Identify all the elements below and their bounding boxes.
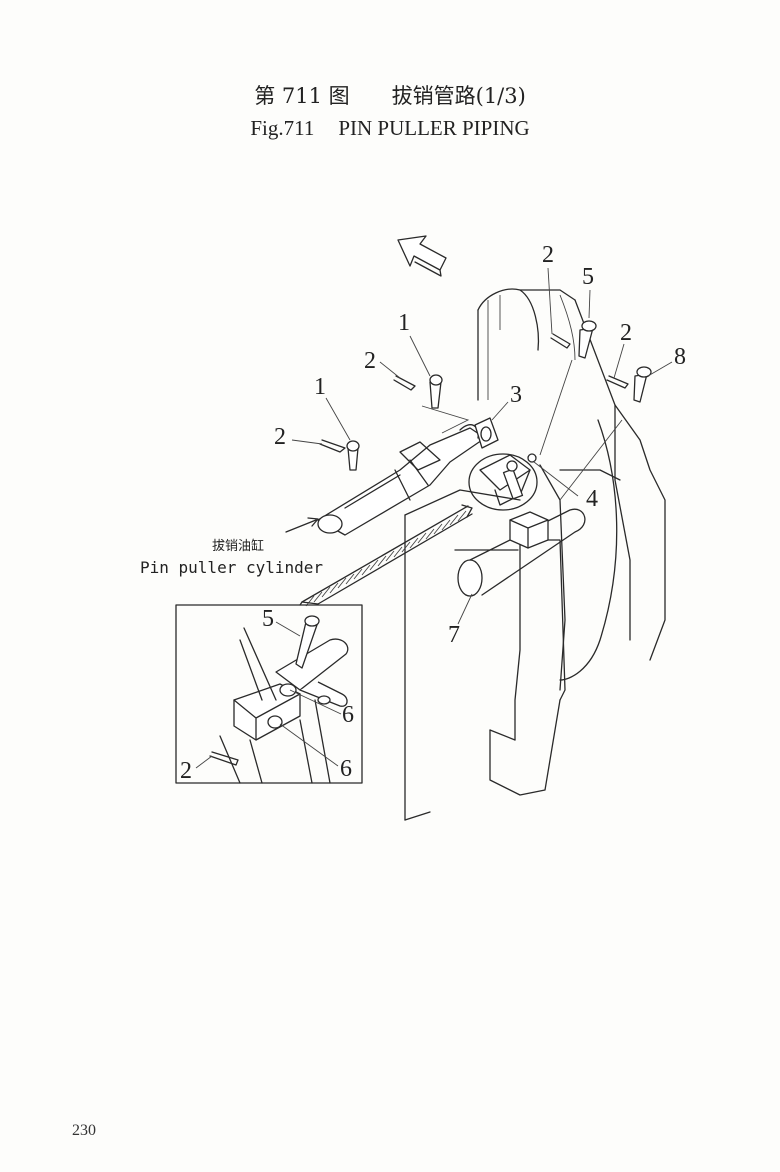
pin-1-middle [429, 374, 443, 409]
leader-lines [285, 267, 673, 625]
page-number: 230 [72, 1122, 96, 1139]
callout-1-middle: 1 [398, 310, 410, 336]
cylinder-label-chinese: 拔销油缸 [212, 538, 264, 554]
pin-1-left [346, 440, 360, 471]
callout-2-right: 2 [620, 320, 632, 346]
callout-7: 7 [448, 622, 460, 648]
callout-8-right: 8 [674, 344, 686, 370]
callout-6-inset-lower: 6 [340, 756, 352, 782]
figure-name-cn: 拔销管路(1/3) [391, 84, 526, 108]
callout-5-inset: 5 [262, 606, 274, 632]
cylinder-label-english: Pin puller cylinder [140, 558, 323, 577]
callout-3: 3 [510, 382, 522, 408]
figure-number-cn: 第 711 图 [254, 84, 350, 108]
callout-2-inset: 2 [180, 758, 192, 784]
callout-4: 4 [586, 486, 598, 512]
detail-circle [468, 453, 538, 511]
callout-2-top: 2 [542, 242, 554, 268]
callout-5-top: 5 [582, 264, 594, 290]
figure-name-en: PIN PULLER PIPING [338, 116, 530, 140]
figure-number-en: Fig.711 [250, 116, 315, 140]
cotter-pins [319, 333, 629, 453]
callout-2-middle: 2 [364, 348, 376, 374]
callout-6-inset-upper: 6 [342, 702, 354, 728]
machine-frame [404, 288, 666, 821]
direction-arrow-icon [397, 235, 447, 277]
hydraulic-hose [301, 504, 473, 607]
pin-8-right [633, 366, 652, 403]
clevis-bracket [474, 417, 499, 449]
callout-1-left: 1 [314, 374, 326, 400]
inset-detail-box [175, 601, 363, 784]
callout-2-left: 2 [274, 424, 286, 450]
figure-title-english: Fig.711 PIN PULLER PIPING [0, 116, 780, 141]
pin-5-top [578, 320, 597, 359]
figure-title-chinese: 第 711 图 拔销管路(1/3) [0, 80, 780, 110]
